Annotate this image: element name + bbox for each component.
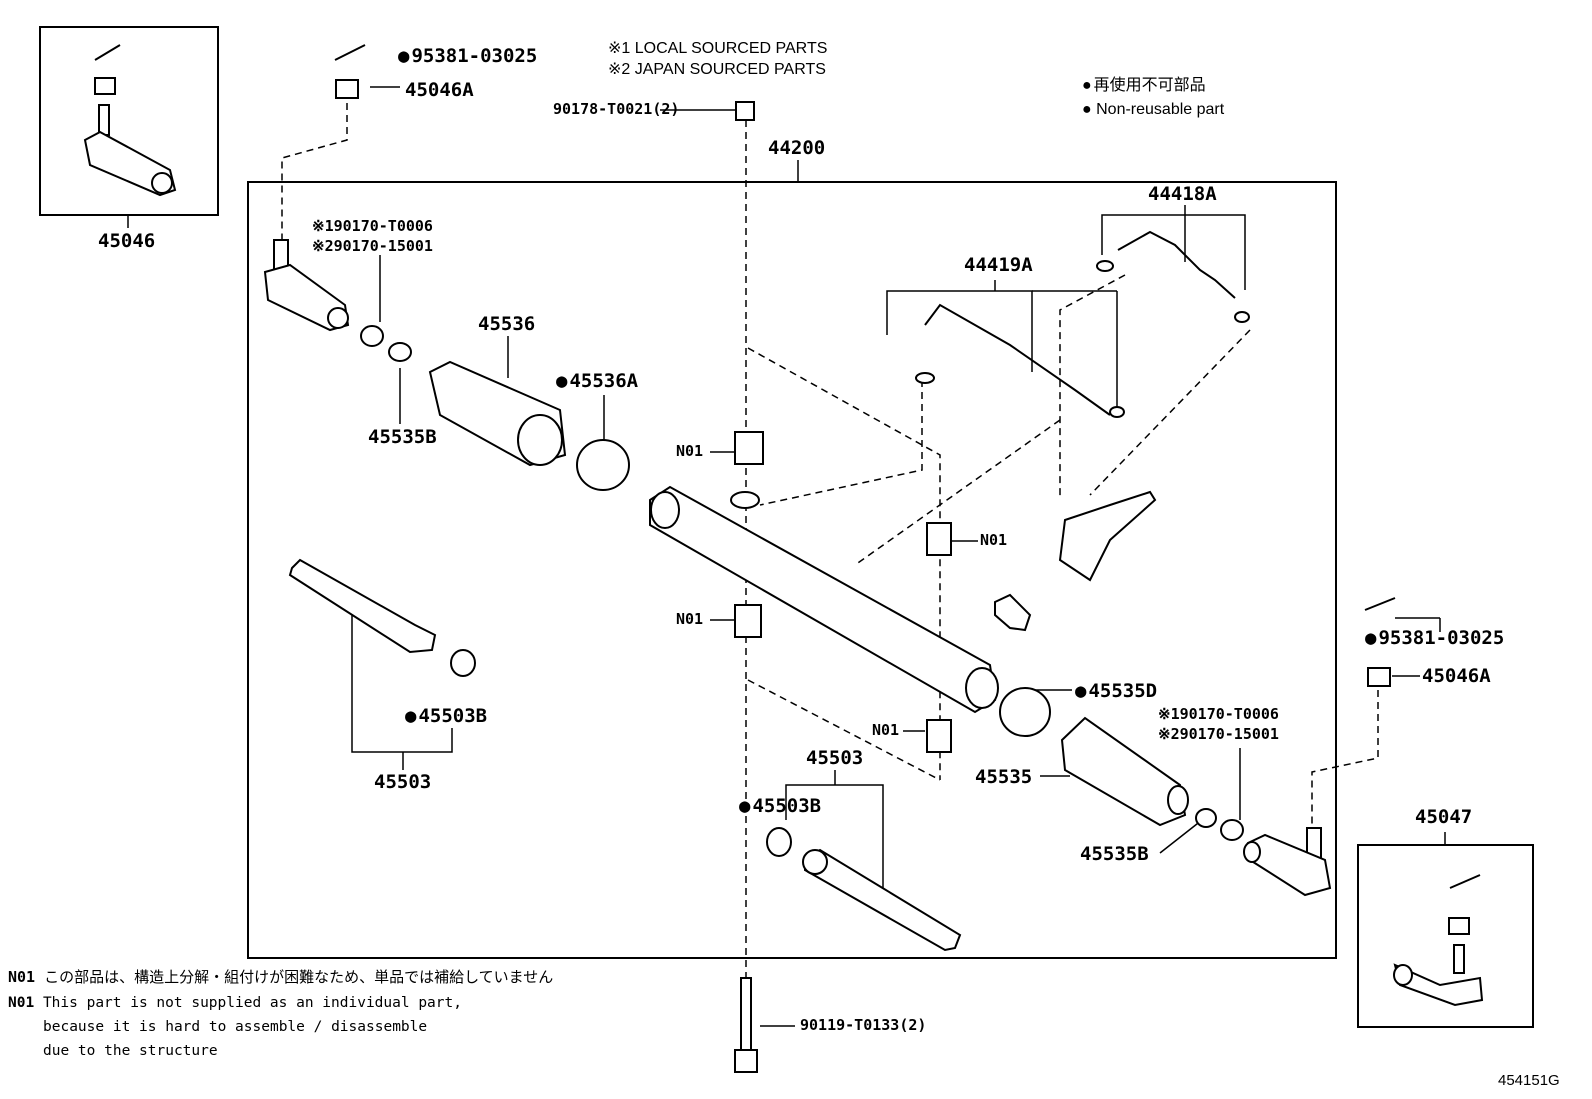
label-45046[interactable]: 45046: [98, 230, 156, 252]
note-local-sourced: ※1 LOCAL SOURCED PARTS: [608, 40, 828, 57]
label-n01-b[interactable]: N01: [980, 531, 1008, 549]
rack-housing: [649, 485, 999, 714]
label-45535B-left[interactable]: 45535B: [368, 426, 437, 448]
label-95381-right[interactable]: 95381-03025: [1365, 627, 1504, 649]
boot-left: [428, 360, 567, 467]
footnote-en-2: because it is hard to assemble / disasse…: [43, 1019, 428, 1035]
footnote-en-3: due to the structure: [43, 1043, 218, 1059]
note-japan-sourced: ※2 JAPAN SOURCED PARTS: [608, 61, 826, 78]
label-alt2-right[interactable]: ※290170-15001: [1158, 725, 1279, 743]
footnote-jp-text: この部品は、構造上分解・組付けが困難なため、単品では補給していません: [44, 968, 554, 986]
label-45503B-right[interactable]: 45503B: [739, 795, 821, 817]
tie-rod-end-right: [1243, 827, 1332, 897]
label-45503-right[interactable]: 45503: [806, 747, 864, 769]
inner-tie-rod-right: [802, 848, 962, 952]
label-45046A-right[interactable]: 45046A: [1422, 665, 1491, 687]
legend-jp: 再使用不可部品: [1082, 76, 1206, 96]
label-45536A[interactable]: 45536A: [556, 370, 638, 392]
tie-rod-end-inset-left: [83, 44, 177, 197]
legend-en: ● Non-reusable part: [1082, 100, 1224, 120]
boot-right: [1060, 716, 1189, 827]
label-95381-left[interactable]: 95381-03025: [398, 45, 537, 67]
legend-en-text: Non-reusable part: [1096, 101, 1225, 118]
footnote-en-1: N01 This part is not supplied as an indi…: [8, 992, 462, 1014]
label-n01-d[interactable]: N01: [872, 721, 900, 739]
tie-rod-end-inset-right: [1393, 874, 1484, 1007]
inner-tie-rod-left: [288, 558, 437, 654]
label-45535D[interactable]: 45535D: [1075, 680, 1157, 702]
label-45503B-left[interactable]: 45503B: [405, 705, 487, 727]
label-90119[interactable]: 90119-T0133(2): [800, 1016, 927, 1034]
label-44419A[interactable]: 44419A: [964, 254, 1033, 276]
footnote-mark-en: N01: [8, 995, 35, 1011]
label-44418A[interactable]: 44418A: [1148, 183, 1217, 205]
label-n01-c[interactable]: N01: [676, 610, 704, 628]
label-44200[interactable]: 44200: [768, 137, 826, 159]
footnote-jp: N01 この部品は、構造上分解・組付けが困難なため、単品では補給していません: [8, 966, 553, 988]
tie-rod-end-left: [263, 239, 350, 332]
label-45046A-left[interactable]: 45046A: [405, 79, 474, 101]
footnote-mark-jp: N01: [8, 968, 36, 986]
label-45535B-right[interactable]: 45535B: [1080, 843, 1149, 865]
label-45503-left[interactable]: 45503: [374, 771, 432, 793]
pinion-valve: [994, 490, 1157, 632]
legend-dot-icon: ●: [1082, 101, 1092, 118]
label-alt2-left[interactable]: ※290170-15001: [312, 237, 433, 255]
illustration-id: 454151G: [1498, 1072, 1560, 1089]
footnote-en-line1: This part is not supplied as an individu…: [42, 995, 462, 1011]
label-alt1-left[interactable]: ※190170-T0006: [312, 217, 433, 235]
assembly-box-44200: [247, 181, 1337, 959]
label-45536[interactable]: 45536: [478, 313, 536, 335]
inset-box-45046: [39, 26, 219, 216]
label-45047[interactable]: 45047: [1415, 806, 1473, 828]
label-90178[interactable]: 90178-T0021(2): [553, 100, 680, 118]
label-45535[interactable]: 45535: [975, 766, 1033, 788]
label-n01-a[interactable]: N01: [676, 442, 704, 460]
label-alt1-right[interactable]: ※190170-T0006: [1158, 705, 1279, 723]
